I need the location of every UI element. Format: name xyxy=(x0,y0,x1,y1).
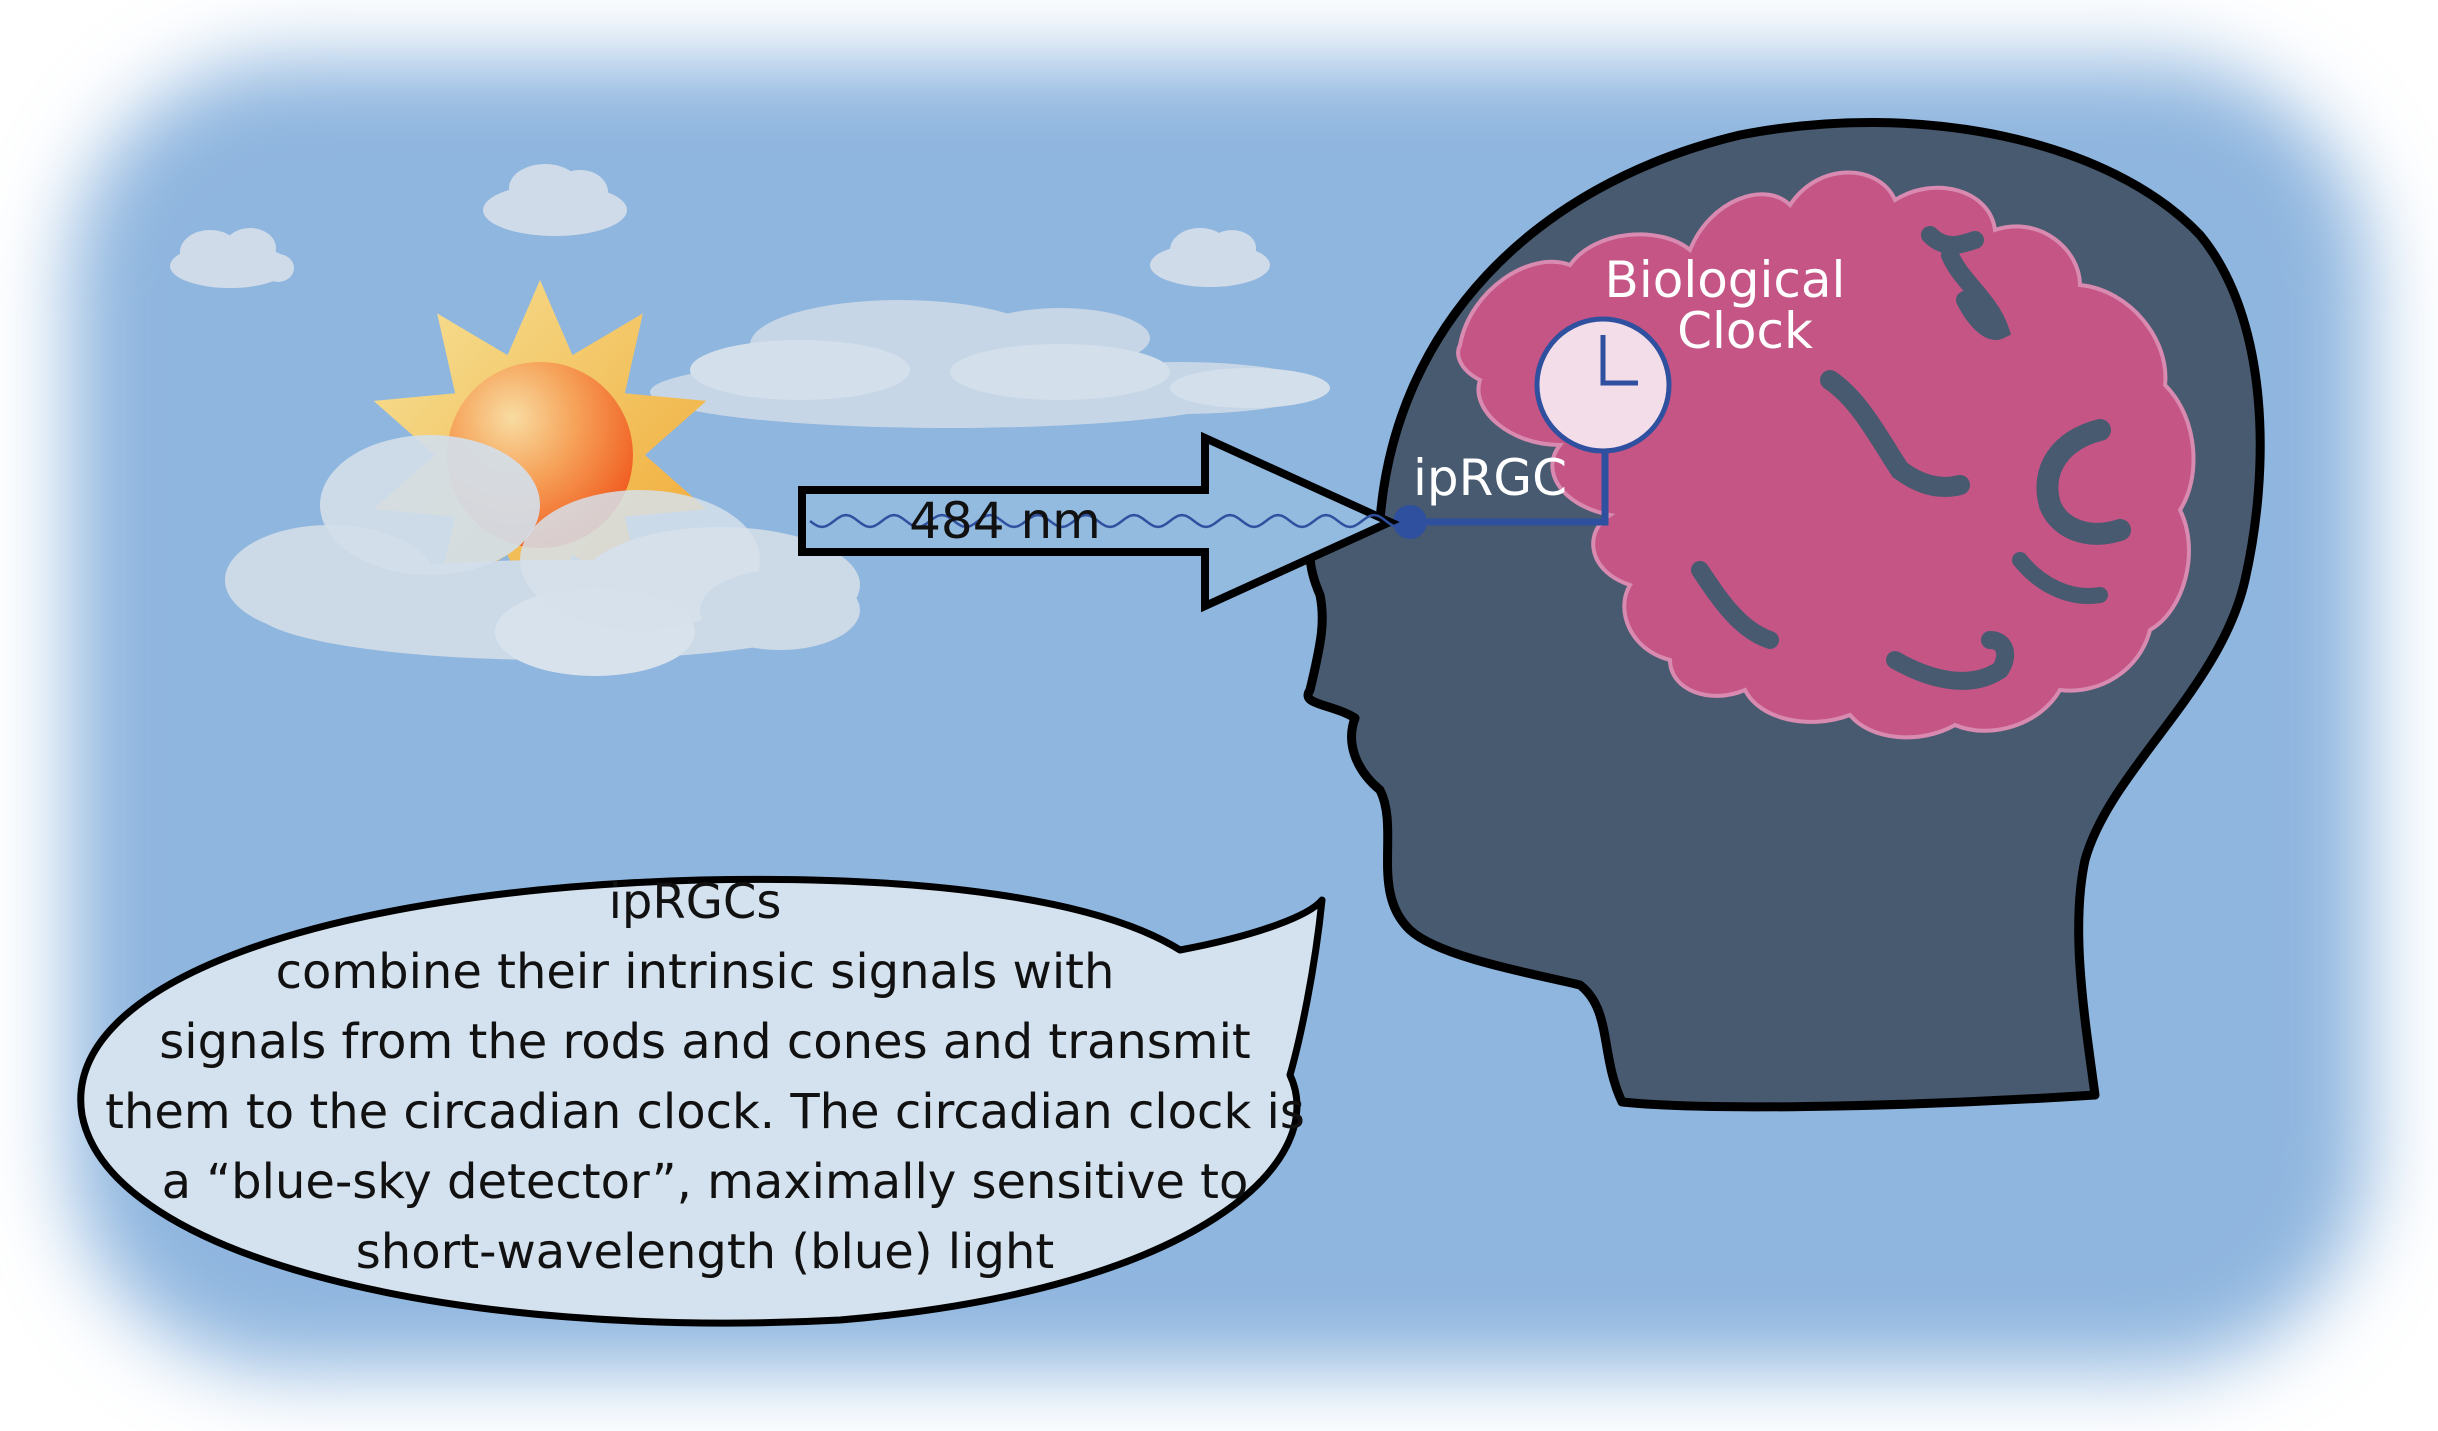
wavelength-label: 484 nm xyxy=(909,492,1101,550)
cloud-small-top xyxy=(483,164,627,236)
light-wave xyxy=(809,513,1395,529)
bubble-line-1: ipRGCs xyxy=(609,874,782,930)
cloud-large xyxy=(225,435,860,676)
clock-icon xyxy=(1534,316,1672,454)
nerve-path xyxy=(1393,452,1609,539)
cloud-small-right xyxy=(1150,228,1270,287)
bubble-line-5: a “blue-sky detector”, maximally sensiti… xyxy=(162,1154,1249,1210)
arrow-right-icon xyxy=(798,431,1400,613)
iprgc-label: ipRGC xyxy=(1413,449,1567,507)
brain xyxy=(1456,170,2196,740)
biological-clock-label-line2: Clock xyxy=(1677,302,1813,360)
bubble-line-3: signals from the rods and cones and tran… xyxy=(159,1014,1250,1070)
bubble-line-2: combine their intrinsic signals with xyxy=(276,944,1115,1000)
cloud-band xyxy=(650,300,1330,428)
biological-clock-label-line1: Biological xyxy=(1605,251,1846,309)
bubble-line-6: short-wavelength (blue) light xyxy=(356,1224,1054,1280)
bubble-line-4: them to the circadian clock. The circadi… xyxy=(105,1084,1305,1140)
cloud-small-left xyxy=(170,228,294,288)
eye-point xyxy=(1393,505,1427,539)
speech-bubble: ipRGCs combine their intrinsic signals w… xyxy=(77,874,1326,1327)
